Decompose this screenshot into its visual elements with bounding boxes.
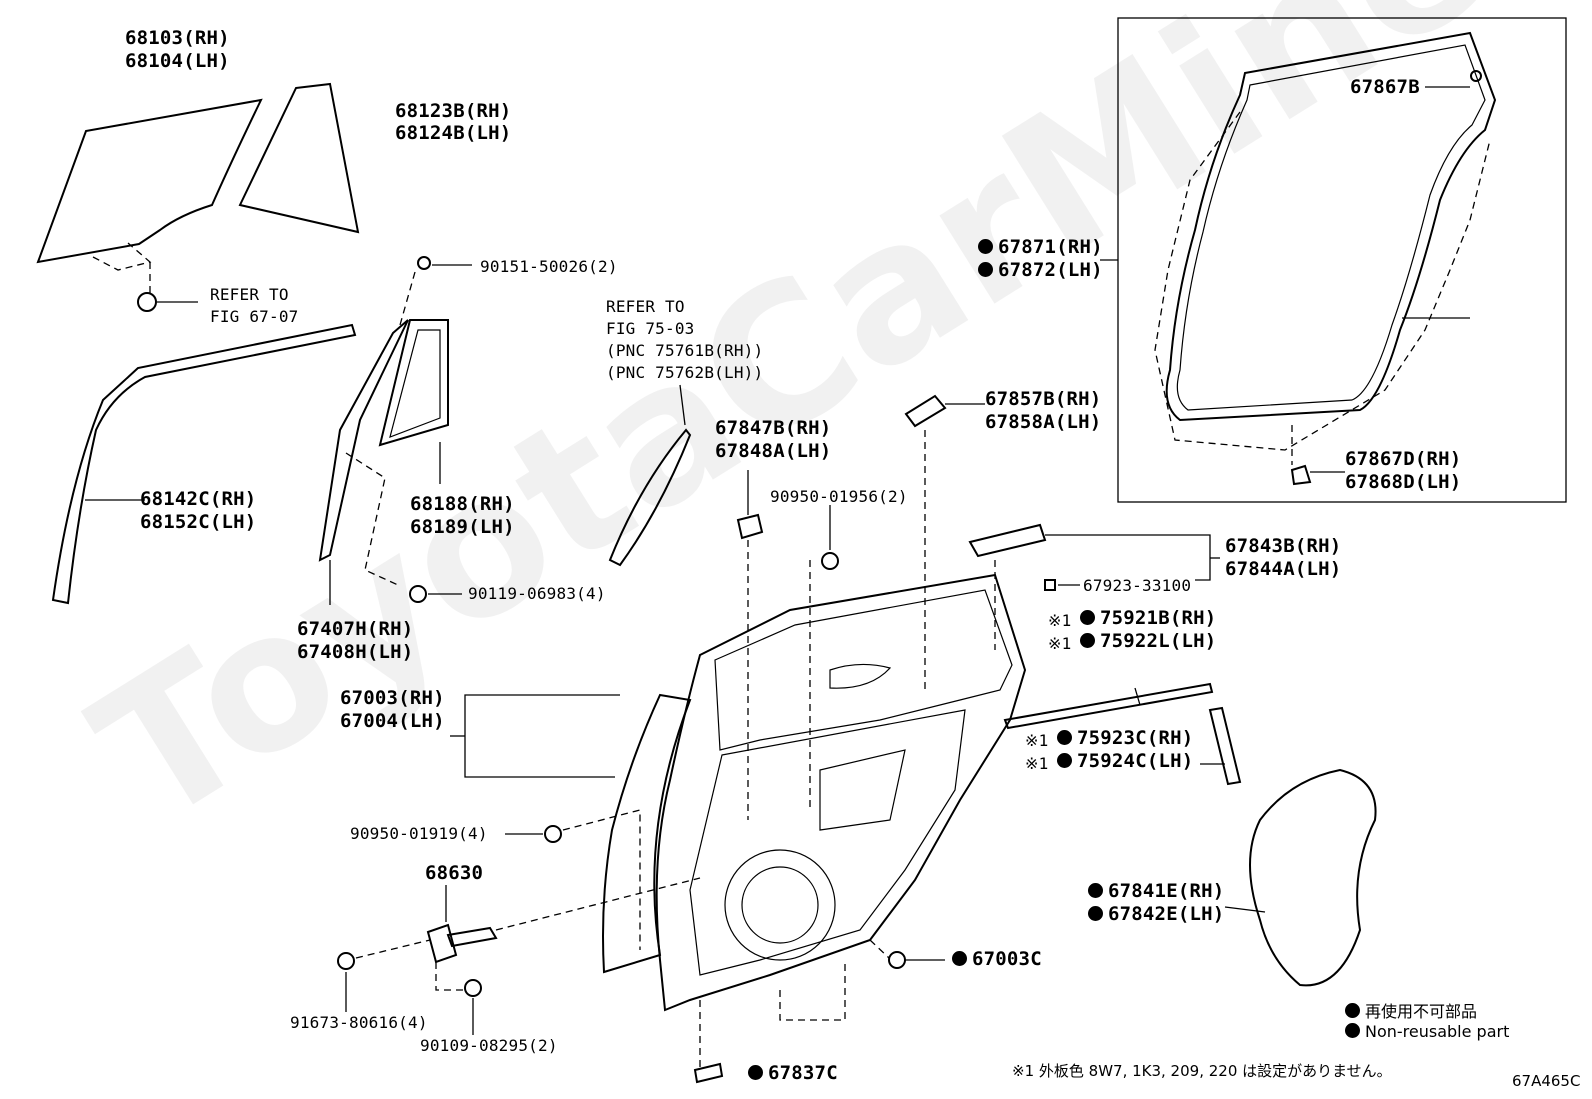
label-door-panel-rh: 67003(RH) — [340, 687, 445, 709]
label-quarter-frame-rh: 68188(RH) — [410, 493, 515, 515]
label-clip-67847-lh: 67848A(LH) — [715, 440, 832, 462]
label-hole-cover-rh: 67841E(RH) — [1088, 880, 1224, 903]
label-clip-67847-rh: 67847B(RH) — [715, 417, 832, 439]
label-clip-67867d-rh: 67867D(RH) — [1345, 448, 1462, 470]
weatherstrip-shape — [1165, 31, 1497, 422]
label-plug-90950-01919: 90950-01919(4) — [350, 824, 488, 843]
label-refer75-fig: FIG 75-03 — [606, 319, 695, 338]
quarter-frame-shape — [378, 319, 449, 447]
figure-code: 67A465C — [1512, 1072, 1581, 1090]
label-run-channel-rh: 68142C(RH) — [140, 488, 257, 510]
label-bolt-90109: 90109-08295(2) — [420, 1036, 558, 1055]
label-clip-67857-rh: 67857B(RH) — [985, 388, 1102, 410]
label-glass-front-lh: 68104(LH) — [125, 50, 230, 72]
label-bolt-90119: 90119-06983(4) — [468, 584, 606, 603]
garnish-75761 — [608, 428, 692, 567]
label-clip-67923: 67923-33100 — [1083, 576, 1192, 595]
label-bracket-67843-rh: 67843B(RH) — [1225, 535, 1342, 557]
molding-75923-shape — [1208, 706, 1242, 786]
label-refer75-to: REFER TO — [606, 297, 685, 316]
label-refer-fig: FIG 67-07 — [210, 307, 299, 326]
label-refer-to: REFER TO — [210, 285, 289, 304]
legend-non-reusable-jp: 再使用不可部品 — [1345, 998, 1477, 1022]
label-clip-67867b: 67867B — [1350, 76, 1420, 98]
label-division-bar-rh: 67407H(RH) — [297, 618, 414, 640]
label-molding-75924-lh: 75924C(LH) — [1057, 750, 1193, 773]
label-weatherstrip-rh: 67871(RH) — [978, 236, 1103, 259]
run-channel-shape — [51, 323, 357, 605]
label-glass-quarter-rh: 68123B(RH) — [395, 100, 512, 122]
legend-non-reusable-en: Non-reusable part — [1345, 1022, 1509, 1041]
label-hole-cover-lh: 67842E(LH) — [1088, 903, 1224, 926]
label-clip-67857-lh: 67858A(LH) — [985, 411, 1102, 433]
label-bracket-67843-lh: 67844A(LH) — [1225, 558, 1342, 580]
label-seal-67837c: 67837C — [748, 1062, 838, 1085]
legend-note: ※1 外板色 8W7, 1K3, 209, 220 は設定がありません。 — [1012, 1062, 1392, 1080]
label-note-75923: ※1 — [1025, 731, 1049, 750]
label-plug-67003c: 67003C — [952, 948, 1042, 971]
label-bolt-91673: 91673-80616(4) — [290, 1013, 428, 1032]
label-note-75921: ※1 — [1048, 611, 1072, 630]
label-weatherstrip-lh: 67872(LH) — [978, 259, 1103, 282]
label-check-68630: 68630 — [425, 862, 484, 884]
label-molding-75923-rh: 75923C(RH) — [1057, 727, 1193, 750]
label-molding-75921-rh: 75921B(RH) — [1080, 607, 1216, 630]
weatherstrip-inset-box — [1117, 17, 1567, 503]
label-door-panel-lh: 67004(LH) — [340, 710, 445, 732]
label-glass-front-rh: 68103(RH) — [125, 27, 230, 49]
label-run-channel-lh: 68152C(LH) — [140, 511, 257, 533]
label-plug-90950-01956: 90950-01956(2) — [770, 487, 908, 506]
label-note-75922: ※1 — [1048, 634, 1072, 653]
label-quarter-frame-lh: 68189(LH) — [410, 516, 515, 538]
label-molding-75922-lh: 75922L(LH) — [1080, 630, 1216, 653]
door-inner-frame — [655, 573, 1027, 1012]
hole-cover-shape — [1249, 768, 1377, 987]
label-refer75-pnc-lh: (PNC 75762B(LH)) — [606, 363, 764, 382]
quarter-glass-shape — [238, 82, 360, 234]
bolt-glass — [137, 292, 157, 312]
molding-75921-shape — [1003, 682, 1214, 730]
door-check-shape — [426, 923, 458, 964]
front-glass-shape — [36, 98, 263, 264]
label-note-75924: ※1 — [1025, 754, 1049, 773]
door-panel-shape — [602, 693, 692, 974]
label-refer75-pnc-rh: (PNC 75761B(RH)) — [606, 341, 764, 360]
label-clip-67867d-lh: 67868D(LH) — [1345, 471, 1462, 493]
label-division-bar-lh: 67408H(LH) — [297, 641, 414, 663]
label-glass-quarter-lh: 68124B(LH) — [395, 122, 512, 144]
division-bar-shape — [318, 319, 409, 562]
label-bolt-90151: 90151-50026(2) — [480, 257, 618, 276]
